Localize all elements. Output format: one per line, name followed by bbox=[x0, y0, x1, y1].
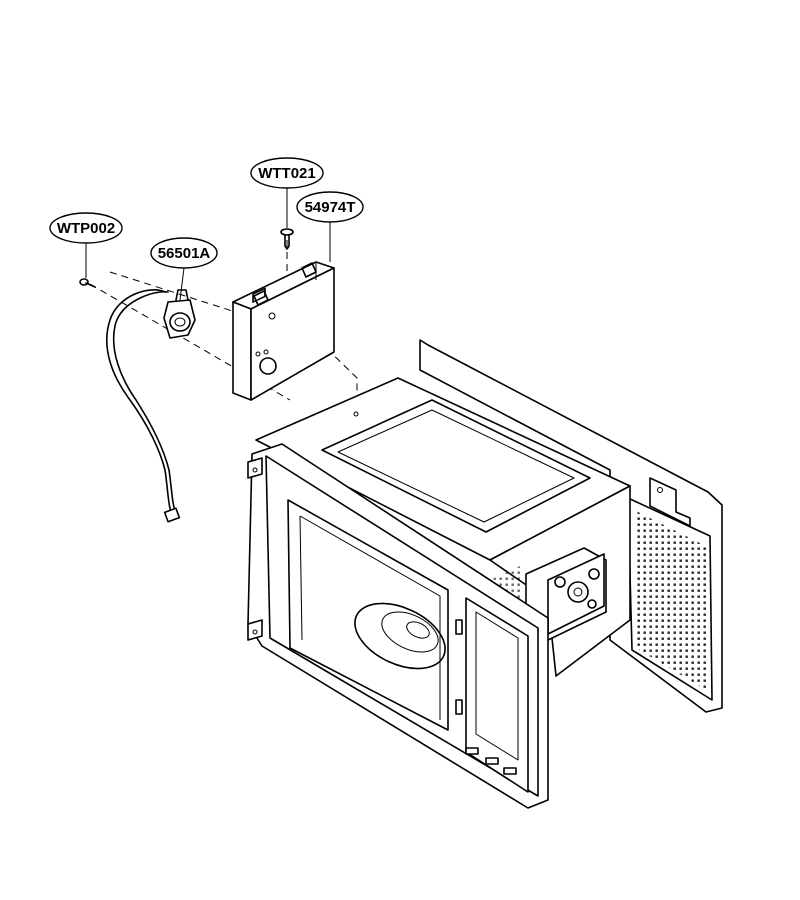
callout-wtp002: WTP002 bbox=[49, 212, 123, 244]
callout-wtp002-label: WTP002 bbox=[57, 220, 115, 237]
callout-54974t-label: 54974T bbox=[305, 199, 356, 216]
callout-54974t: 54974T bbox=[296, 191, 364, 223]
callout-wtt021-label: WTT021 bbox=[258, 165, 316, 182]
motor-56501a-part bbox=[106, 289, 196, 523]
callout-56501a-label: 56501A bbox=[158, 245, 211, 262]
screw-wtt021-part bbox=[280, 228, 294, 250]
bracket-54974t-part bbox=[232, 261, 335, 401]
screw-wtp002-part bbox=[79, 278, 96, 288]
microwave-chassis bbox=[247, 339, 723, 809]
callout-wtt021: WTT021 bbox=[250, 157, 324, 189]
callout-56501a: 56501A bbox=[150, 237, 218, 269]
